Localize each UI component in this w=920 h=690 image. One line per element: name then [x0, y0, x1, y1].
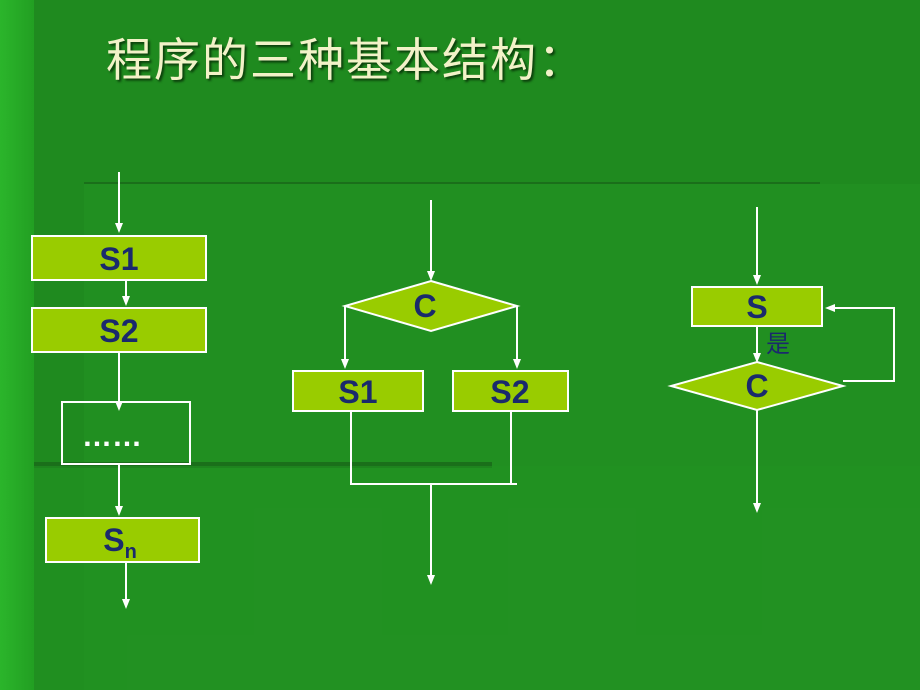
seq-box-sn-subscript: n	[125, 541, 137, 563]
seq-box-sn-base: S	[103, 522, 124, 558]
seq-ellipsis-box	[61, 401, 191, 465]
sel-condition-label: C	[413, 288, 436, 324]
sel-condition-diamond	[341, 279, 521, 333]
panel-shadow-lower	[34, 462, 492, 468]
selection-structure: C S1 S2	[292, 200, 569, 585]
loop-structure: S 是 C	[667, 207, 895, 513]
left-gradient-strip	[0, 0, 34, 690]
seq-box-sn-label: Sn	[103, 522, 137, 563]
sel-merge-line	[350, 411, 517, 485]
sel-box-s2-label: S2	[490, 374, 529, 410]
loop-body-box	[691, 286, 823, 327]
loop-condition-label: C	[745, 368, 768, 404]
seq-box-s1-label: S1	[99, 241, 138, 277]
seq-ellipsis: ……	[82, 420, 142, 453]
loop-body-label: S	[746, 289, 767, 325]
slide-title: 程序的三种基本结构：	[106, 33, 586, 87]
sel-box-s1	[292, 370, 424, 412]
seq-box-s1	[31, 235, 207, 281]
background-panel-lower	[34, 466, 920, 690]
seq-box-s2-label: S2	[99, 313, 138, 349]
sequence-structure: S1 S2 …… Sn	[31, 172, 207, 609]
seq-box-sn	[45, 517, 200, 563]
sel-box-s1-label: S1	[338, 374, 377, 410]
loop-back-arrow	[825, 304, 895, 382]
loop-yes-label: 是	[766, 330, 790, 358]
